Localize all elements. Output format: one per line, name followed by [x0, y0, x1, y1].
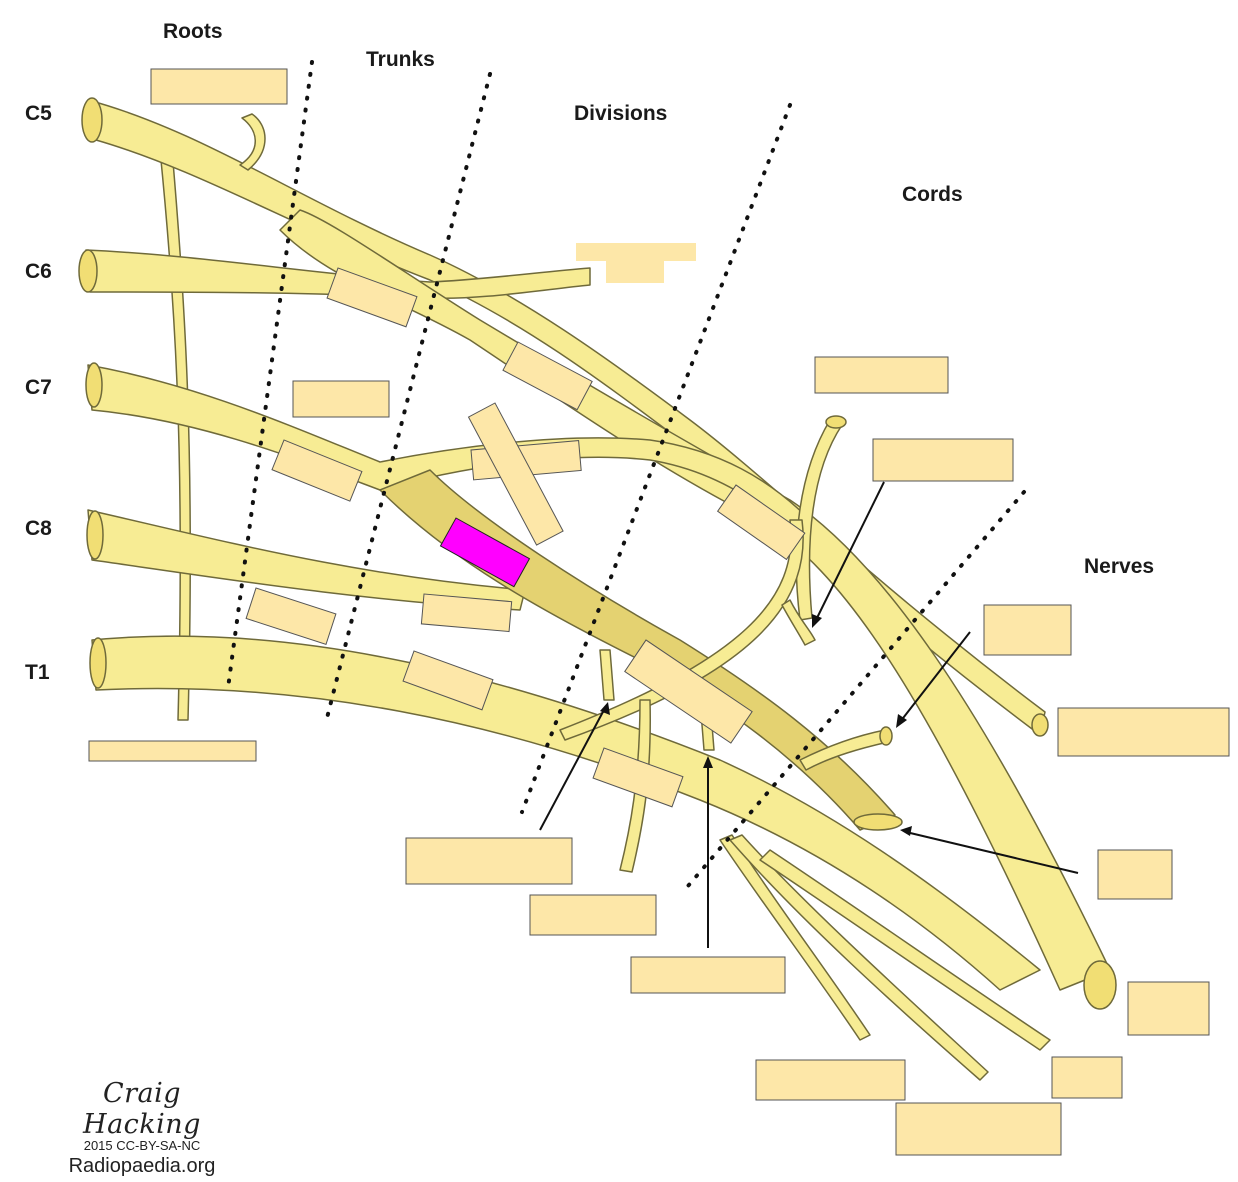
c7-cut-end — [86, 363, 102, 407]
small-descending-1 — [600, 650, 614, 700]
lateral-small-branch — [796, 420, 842, 620]
medial-branch-end — [880, 727, 892, 745]
arrow-3-head — [900, 826, 912, 836]
label-box-4[interactable] — [293, 381, 389, 417]
c6-cut-end — [79, 250, 97, 292]
credit-site: Radiopaedia.org — [52, 1155, 232, 1178]
left-vertical-branch — [160, 150, 190, 720]
musculocutaneous-end — [1032, 714, 1048, 736]
label-box-24[interactable] — [246, 588, 336, 644]
root-label-t1: T1 — [25, 661, 50, 685]
label-boxes — [89, 69, 1229, 1155]
root-label-c5: C5 — [25, 102, 52, 126]
t1-cut-end — [90, 638, 106, 688]
label-box-5[interactable] — [815, 357, 948, 393]
credit-author: Craig Hacking — [52, 1078, 232, 1140]
label-box-11[interactable] — [1052, 1057, 1122, 1098]
label-box-9[interactable] — [1098, 850, 1172, 899]
credit-license: 2015 CC-BY-SA-NC — [52, 1138, 232, 1153]
label-box-2[interactable] — [576, 243, 696, 261]
label-box-16[interactable] — [406, 838, 572, 884]
header-roots: Roots — [163, 20, 223, 44]
label-box-8[interactable] — [1058, 708, 1229, 756]
root-label-c6: C6 — [25, 260, 52, 284]
header-nerves: Nerves — [1084, 555, 1154, 579]
label-box-12[interactable] — [896, 1103, 1061, 1155]
label-box-17[interactable] — [89, 741, 256, 761]
credit-block: Craig Hacking 2015 CC-BY-SA-NC Radiopaed… — [52, 1078, 232, 1178]
axillary-end — [1084, 961, 1116, 1009]
header-divisions: Divisions — [574, 102, 667, 126]
arrow-1-head — [812, 614, 822, 628]
label-box-1[interactable] — [151, 69, 287, 104]
header-trunks: Trunks — [366, 48, 435, 72]
label-box-14[interactable] — [631, 957, 785, 993]
c5-cut-end — [82, 98, 102, 142]
posterior-cord-end — [854, 814, 902, 830]
c5-small-branch — [240, 114, 265, 170]
root-label-c7: C7 — [25, 376, 52, 400]
label-box-15[interactable] — [530, 895, 656, 935]
c8-cut-end — [87, 511, 103, 559]
label-box-10[interactable] — [1128, 982, 1209, 1035]
label-box-3[interactable] — [606, 261, 664, 283]
header-cords: Cords — [902, 183, 963, 207]
root-label-c8: C8 — [25, 517, 52, 541]
label-box-7[interactable] — [984, 605, 1071, 655]
label-box-13[interactable] — [756, 1060, 905, 1100]
label-box-6[interactable] — [873, 439, 1013, 481]
lateral-branch-end — [826, 416, 846, 428]
